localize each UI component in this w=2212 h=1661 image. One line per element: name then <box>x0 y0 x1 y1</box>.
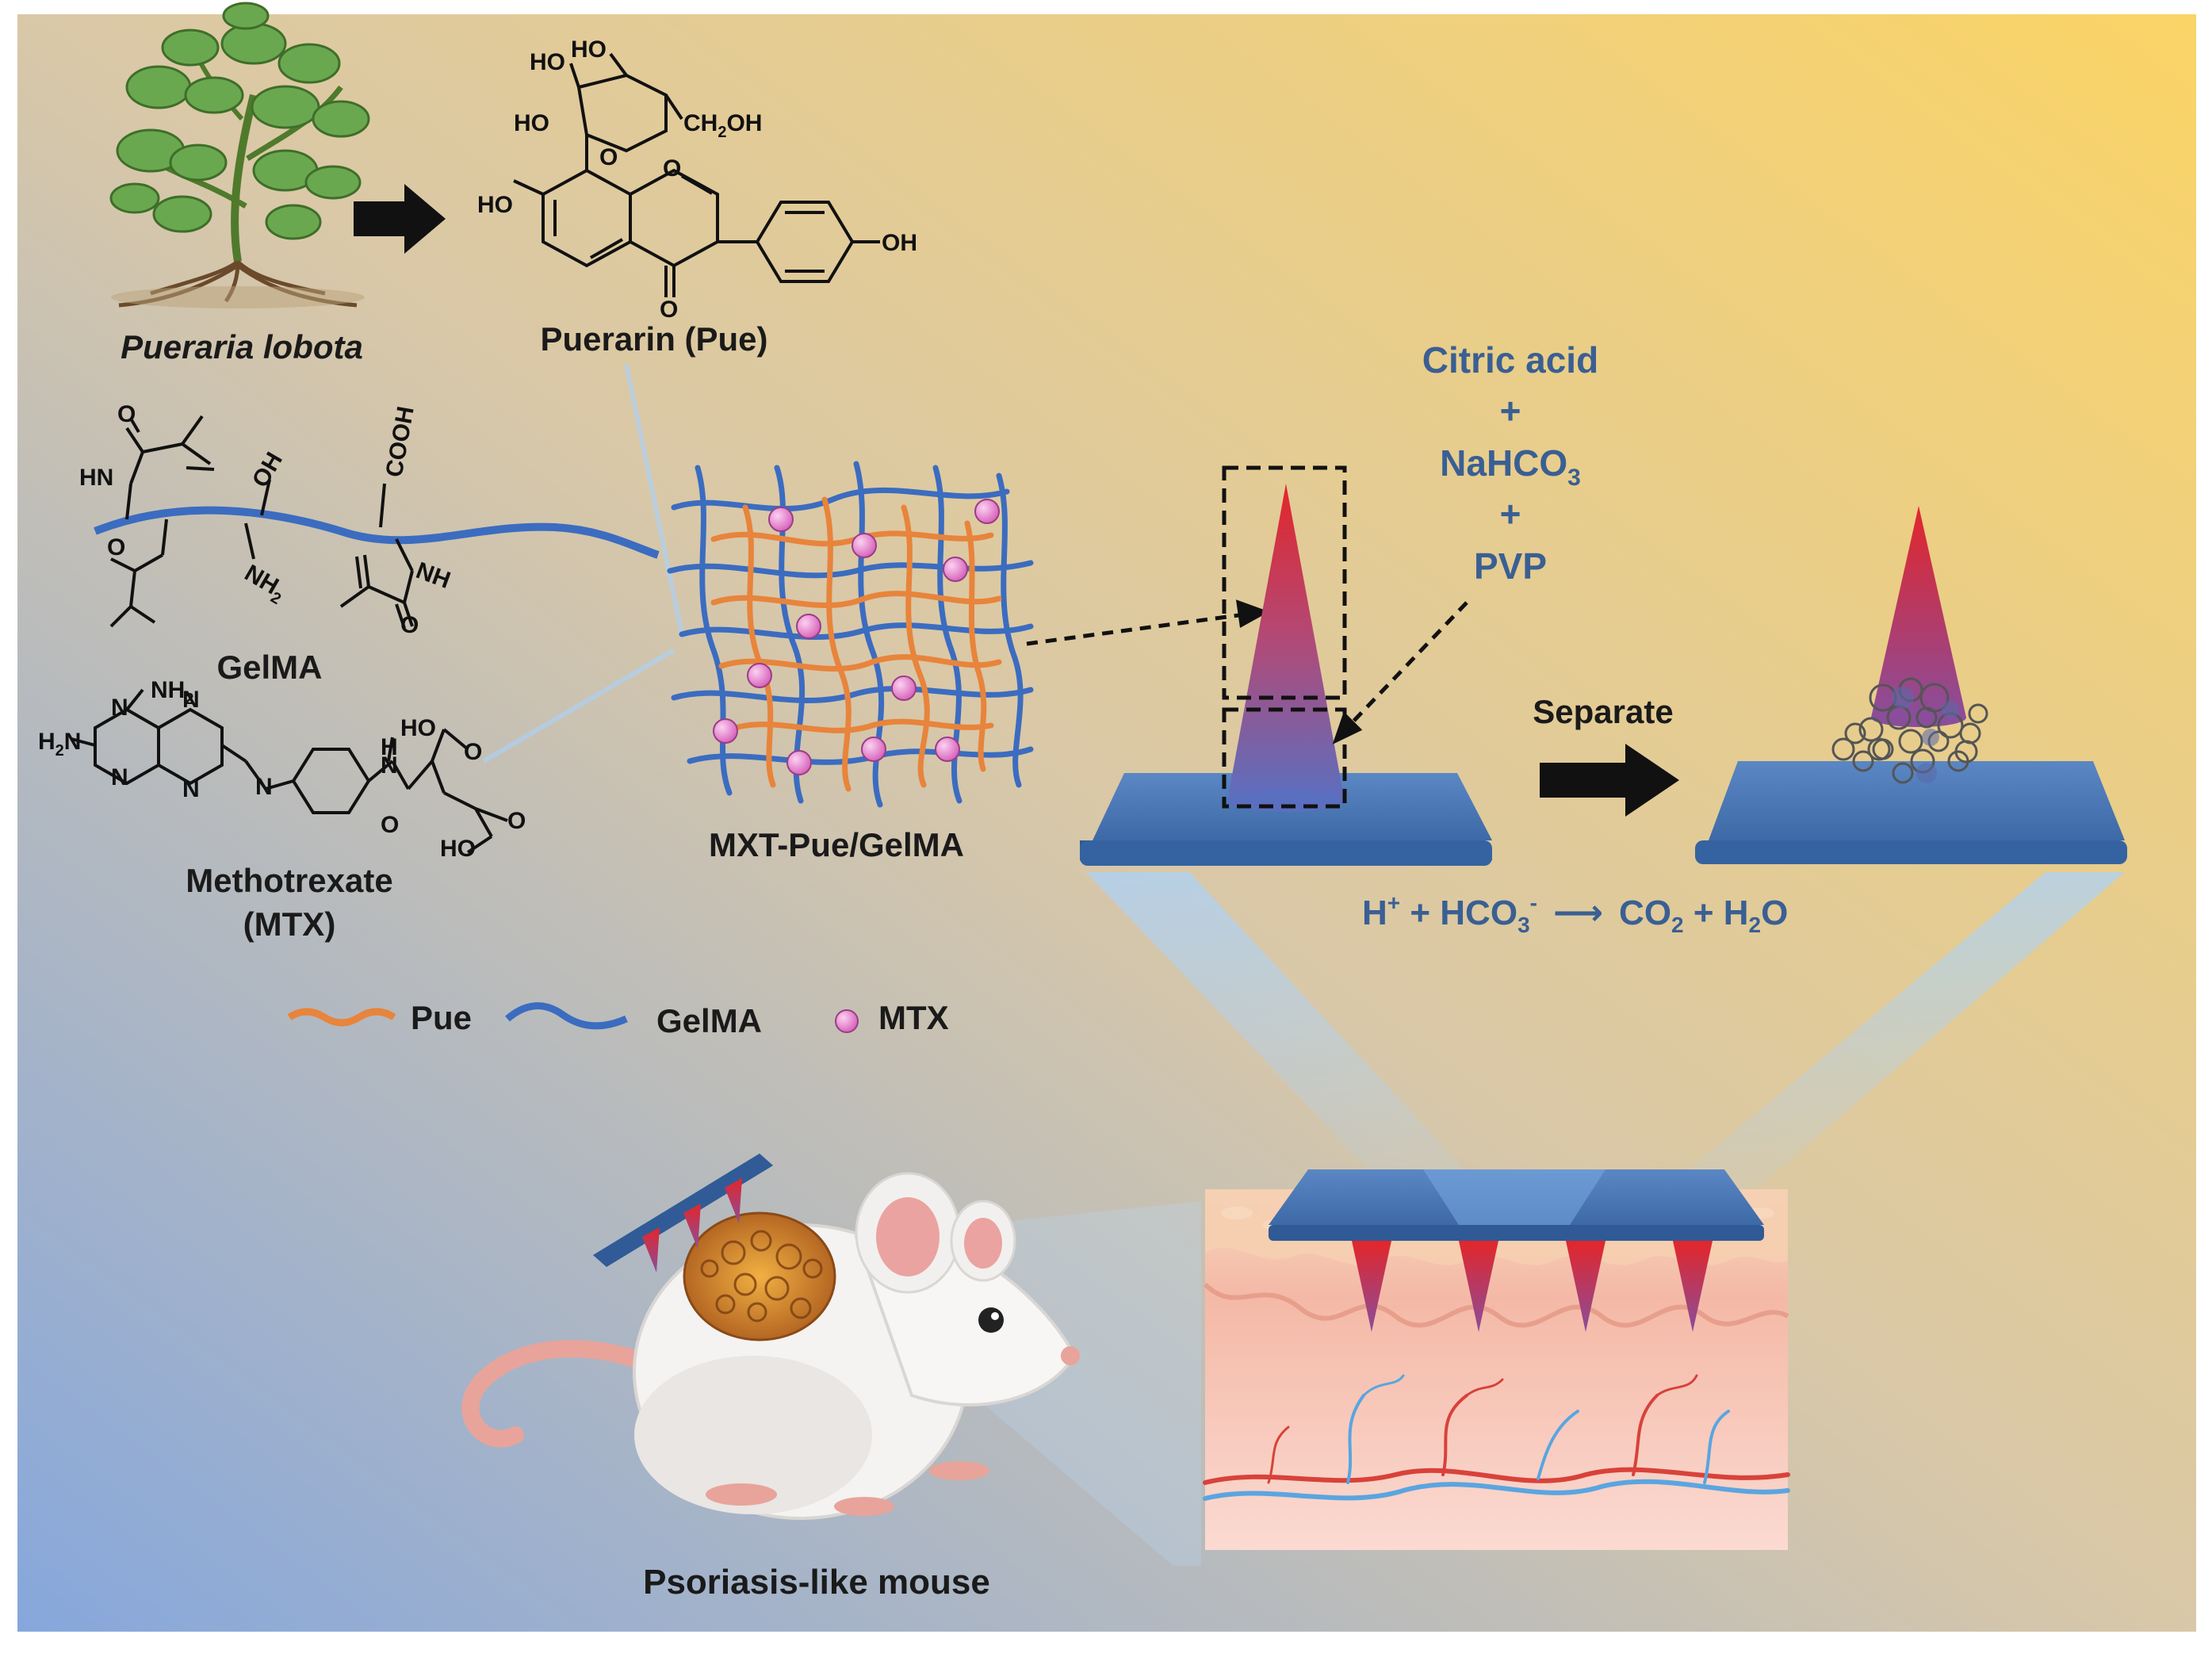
microneedle-intact <box>1080 484 1492 866</box>
mtx-beads <box>713 499 1000 775</box>
gelma-label: GelMA <box>216 649 322 686</box>
gelma-o-1: O <box>117 401 136 427</box>
mouse-label: Psoriasis-like mouse <box>643 1563 990 1602</box>
formulation-nahco3: NaHCO3 <box>1440 442 1581 491</box>
puerarin-o-chromone: O <box>663 155 681 182</box>
light-beam-right <box>1665 872 2125 1189</box>
legend-mtx-label: MTX <box>878 999 949 1036</box>
separate-label: Separate <box>1533 693 1673 730</box>
mtx-n-3: N <box>182 687 200 713</box>
plant-label: Pueraria lobota <box>121 328 363 365</box>
microneedle-dashed-boxes <box>1222 465 1347 809</box>
methotrexate-structure <box>71 688 508 854</box>
legend-pue-swatch <box>287 1008 396 1027</box>
arrow-formulation-to-base <box>1332 601 1468 744</box>
mtx-ho-1: HO <box>400 715 436 741</box>
pueraria-plant-illustration <box>109 2 370 308</box>
formulation-citric-acid: Citric acid <box>1422 339 1598 381</box>
legend-pue-label: Pue <box>411 999 472 1036</box>
puerarin-ho-3: HO <box>514 110 549 136</box>
skin-section <box>1203 1169 1790 1550</box>
mtx-o-1: O <box>464 739 482 765</box>
microneedle-separated <box>1695 506 2127 864</box>
mouse-illustration <box>461 1154 1080 1520</box>
puerarin-structure <box>513 52 880 297</box>
mtx-ho-2: HO <box>440 836 476 862</box>
mtx-h2n: H2N <box>38 729 81 760</box>
mtx-n-2: N <box>111 764 128 790</box>
separate-arrow <box>1540 744 1679 817</box>
legend-gelma-label: GelMA <box>656 1002 762 1039</box>
gelma-structure <box>94 415 660 629</box>
mtx-label-line2: (MTX) <box>243 905 336 943</box>
light-beam-left <box>1086 872 1483 1189</box>
connector-beams <box>482 364 684 764</box>
puerarin-o-keto: O <box>660 297 678 323</box>
puerarin-ho-2: HO <box>571 36 607 63</box>
puerarin-ho-4: HO <box>477 192 513 218</box>
mtx-label-line1: Methotrexate <box>186 862 392 899</box>
mtx-n-methyl: N <box>255 774 273 800</box>
puerarin-ch2oh: CH2OH <box>683 110 762 141</box>
formulation-plus-1: + <box>1500 390 1521 431</box>
arrow-plant-to-puerarin <box>354 184 446 254</box>
formulation-pvp: PVP <box>1474 545 1547 587</box>
mtx-o-3: O <box>507 808 526 834</box>
mtx-o-2: O <box>381 812 399 838</box>
gelma-hn: HN <box>79 465 113 491</box>
gelma-o-3: O <box>400 612 419 638</box>
puerarin-o-ring: O <box>599 144 618 170</box>
puerarin-label: Puerarin (Pue) <box>540 320 767 358</box>
reaction-equation: H+ + HCO3-⟶CO2 + H2O <box>1362 890 1788 937</box>
mtx-h: H <box>381 734 398 760</box>
legend-gelma-swatch <box>505 1002 628 1030</box>
puerarin-ho-1: HO <box>530 49 565 75</box>
arrow-network-to-needle <box>1026 599 1270 646</box>
gelma-o-2: O <box>107 534 125 561</box>
legend: Pue GelMA MTX <box>287 999 949 1039</box>
mtx-n-1: N <box>111 695 128 721</box>
puerarin-oh-phenyl: OH <box>882 230 917 256</box>
mtx-n-5: N <box>381 752 398 779</box>
mtx-nh2-top: NH2 <box>151 677 193 708</box>
legend-mtx-swatch <box>835 1009 859 1033</box>
mtx-n-4: N <box>182 776 200 802</box>
formulation-plus-2: + <box>1500 493 1521 534</box>
co2-bubbles-filled <box>1892 687 1959 783</box>
network-label: MXT-Pue/GelMA <box>709 826 964 863</box>
